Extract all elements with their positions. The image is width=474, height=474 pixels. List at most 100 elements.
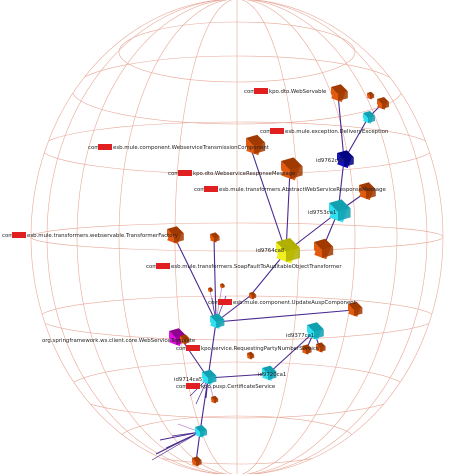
node-face-side — [208, 375, 217, 384]
node-face-side — [306, 348, 312, 354]
node-small-1[interactable] — [210, 232, 220, 243]
sphere-grid — [30, 0, 444, 474]
node-face-top — [211, 395, 219, 400]
label-certificate-service[interactable]: com. kpo.pusp.CertificateService — [176, 383, 276, 390]
node-small-6[interactable] — [211, 395, 219, 404]
node-update-component[interactable] — [348, 301, 363, 317]
node-tiny-1[interactable] — [208, 287, 213, 293]
node-face-top — [249, 291, 257, 296]
label-text: id9762ce6 — [316, 158, 345, 164]
node-face-front — [210, 316, 216, 328]
node-id9764[interactable] — [276, 238, 300, 264]
node-small-2[interactable] — [249, 291, 257, 300]
node-face-top — [276, 238, 300, 252]
label-requesting-party[interactable]: com. kpo.service.RequestingPartyNumberSe… — [176, 345, 320, 352]
node-exception-1[interactable] — [377, 97, 389, 110]
label-prefix: com. — [244, 89, 258, 95]
label-transmission-component[interactable]: com. esb.mule.component.WebserviceTransm… — [88, 144, 269, 151]
node-face-top — [192, 456, 202, 462]
node-small-3[interactable] — [302, 344, 312, 355]
edge — [267, 331, 315, 375]
node-face-top — [281, 157, 303, 170]
node-id9714[interactable] — [202, 369, 217, 385]
node-face-top — [195, 425, 207, 432]
label-delivery-exception[interactable]: com. esb.mule.exception.DeliveryExceptio… — [260, 128, 388, 135]
node-tiny-2[interactable] — [220, 283, 225, 289]
label-id9762[interactable]: id9762ce6 — [316, 158, 345, 164]
node-face-top — [202, 369, 217, 378]
label-webservable[interactable]: com. kpo.dto.WebServable — [244, 88, 327, 95]
labels: com. kpo.dto.WebServable com. esb.mule.e… — [2, 88, 388, 390]
node-ws-template-small[interactable] — [180, 334, 190, 345]
node-face-side — [210, 289, 213, 292]
node-small-4[interactable] — [316, 342, 326, 353]
node-response-message[interactable] — [281, 157, 303, 181]
label-text: id9720ca1 — [258, 372, 286, 378]
node-face-front — [195, 427, 200, 437]
edge — [337, 93, 345, 161]
label-prefix: com. — [260, 129, 274, 135]
sphere-meridians — [46, 0, 428, 474]
meridian — [118, 0, 356, 474]
node-face-side — [366, 189, 376, 199]
node-hub[interactable] — [210, 313, 225, 329]
node-face-side — [354, 307, 363, 316]
node-face-top — [359, 182, 376, 192]
node-webservable[interactable] — [331, 84, 348, 103]
node-face-front — [314, 242, 322, 258]
label-update-component[interactable]: com. esb.mule.component.UpdateAuspCompon… — [208, 299, 356, 306]
node-face-top — [316, 342, 326, 348]
label-transformer-factory[interactable]: com. esb.mule.transformers.webservable.T… — [2, 232, 179, 239]
label-prefix: com. — [88, 145, 102, 151]
node-orange-right[interactable] — [314, 238, 334, 260]
node-id9753[interactable] — [329, 199, 351, 223]
node-lower[interactable] — [195, 425, 207, 438]
nodes — [167, 84, 389, 467]
label-prefix: com. — [194, 187, 208, 193]
node-face-front — [367, 93, 370, 99]
node-face-side — [320, 346, 326, 352]
label-prefix: com. — [208, 300, 222, 306]
label-soapfault-transformer[interactable]: com. esb.mule.transformers.SoapFaultToAu… — [146, 263, 342, 270]
parallel — [118, 21, 356, 83]
node-face-front — [377, 99, 382, 109]
edge — [215, 309, 355, 323]
node-transformer-factory[interactable] — [167, 226, 184, 245]
label-text: kpo.dto.WebserviceResponseMessage — [193, 171, 296, 177]
label-id9714[interactable]: id9714ca5 — [174, 377, 202, 383]
node-id9720[interactable] — [262, 365, 277, 381]
node-face-front — [211, 397, 214, 403]
node-face-side — [196, 460, 202, 466]
label-abstract-response[interactable]: com. esb.mule.transformers.AbstractWebSe… — [194, 186, 386, 193]
node-face-top — [220, 283, 225, 286]
label-text: id9764ca8 — [256, 248, 285, 254]
node-exception-2[interactable] — [367, 91, 375, 100]
label-text: kpo.pusp.CertificateService — [201, 384, 276, 390]
node-face-top — [262, 365, 277, 374]
edge — [173, 235, 217, 323]
node-bottom[interactable] — [192, 456, 202, 467]
node-id9377[interactable] — [307, 322, 324, 341]
label-id9764[interactable]: id9764ca8 — [256, 248, 285, 254]
label-id9753[interactable]: id9753ca1 — [308, 210, 336, 216]
edge — [207, 373, 269, 379]
label-ws-template[interactable]: org.springframework.ws.client.core.WebSe… — [42, 338, 196, 344]
node-face-front — [220, 284, 222, 288]
node-face-front — [348, 304, 354, 316]
label-id9720[interactable]: id9720ca1 — [258, 372, 286, 378]
label-response-message[interactable]: com. kpo.dto.WebserviceResponseMessage — [168, 170, 296, 177]
label-text: id9377ca1 — [286, 333, 314, 339]
node-face-top — [329, 199, 351, 212]
label-id9377[interactable]: id9377ca1 — [286, 333, 314, 339]
redaction-mark — [204, 186, 218, 192]
node-face-side — [314, 329, 324, 339]
edge — [285, 169, 291, 253]
node-id9762[interactable] — [337, 150, 354, 169]
node-face-front — [302, 346, 306, 354]
node-delivery-exception[interactable] — [363, 111, 375, 124]
node-abstract-response[interactable] — [359, 182, 376, 201]
node-face-side — [268, 371, 277, 380]
edge — [207, 321, 217, 379]
node-transmission-component[interactable] — [246, 134, 266, 156]
node-small-5[interactable] — [247, 351, 255, 360]
